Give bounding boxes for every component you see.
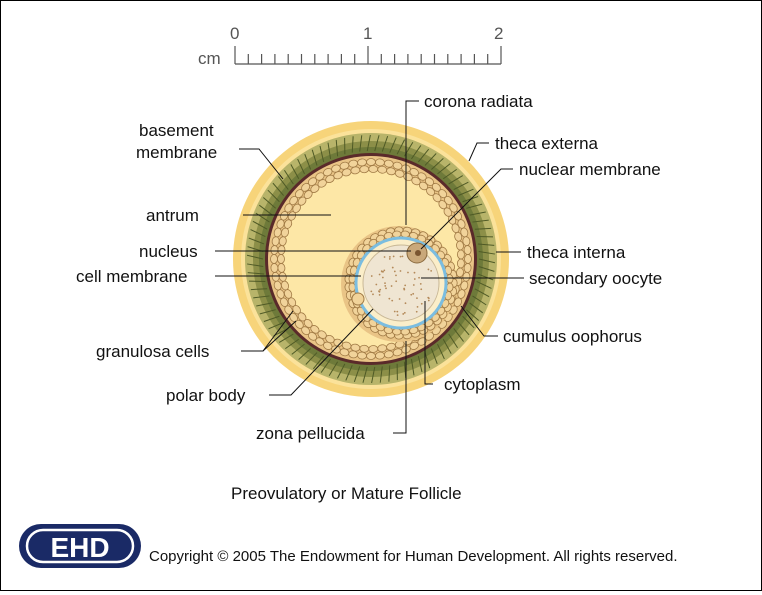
- scale-tick-1: 1: [363, 24, 372, 43]
- scale-unit: cm: [198, 49, 221, 68]
- label-zona-pellucida: zona pellucida: [256, 424, 365, 443]
- polar-body: [352, 293, 364, 305]
- copyright-text: Copyright © 2005 The Endowment for Human…: [149, 548, 678, 565]
- label-cell-membrane: cell membrane: [76, 267, 188, 286]
- scale-bar: cm 0 1 2: [198, 24, 503, 68]
- label-polar-body: polar body: [166, 386, 246, 405]
- label-antrum: antrum: [146, 206, 199, 225]
- label-basement-membrane-2: membrane: [136, 143, 217, 162]
- scale-tick-0: 0: [230, 24, 239, 43]
- logo-letters: EHD: [50, 532, 109, 563]
- label-corona-radiata: corona radiata: [424, 92, 533, 111]
- label-theca-interna: theca interna: [527, 243, 626, 262]
- ehd-logo: EHD: [19, 524, 141, 568]
- label-cumulus-oophorus: cumulus oophorus: [503, 327, 642, 346]
- label-secondary-oocyte: secondary oocyte: [529, 269, 662, 288]
- label-cytoplasm: cytoplasm: [444, 375, 521, 394]
- label-nucleus: nucleus: [139, 242, 198, 261]
- figure-caption: Preovulatory or Mature Follicle: [231, 484, 462, 503]
- label-theca-externa: theca externa: [495, 134, 599, 153]
- follicle: [233, 121, 509, 397]
- label-nuclear-membrane: nuclear membrane: [519, 160, 661, 179]
- scale-tick-2: 2: [494, 24, 503, 43]
- label-basement-membrane-1: basement: [139, 121, 214, 140]
- label-granulosa-cells: granulosa cells: [96, 342, 209, 361]
